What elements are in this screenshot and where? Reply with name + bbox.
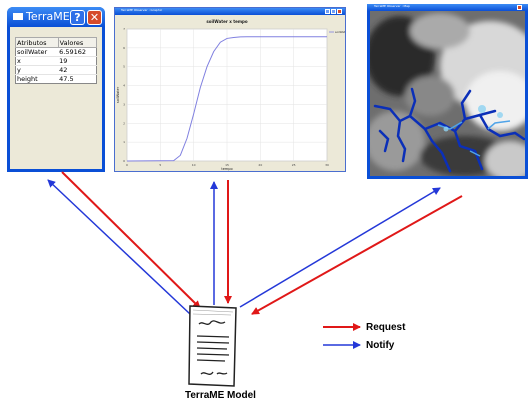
map-window-titlebar[interactable]: TerraME Observer : Map	[367, 4, 528, 11]
attribute-name: x	[15, 56, 59, 66]
x-tick-label: 25	[292, 163, 296, 167]
legend-request-label: Request	[366, 322, 406, 333]
y-tick-label: 7	[123, 27, 125, 31]
x-tick-label: 10	[192, 163, 196, 167]
table-row[interactable]: height 47.5	[15, 74, 97, 84]
x-axis-label: tempo	[221, 167, 232, 171]
attributes-window-titlebar[interactable]: TerraME ... ? ✕	[7, 7, 105, 27]
model-label: TerraME Model	[185, 390, 256, 401]
request-arrow-attributes	[61, 171, 201, 309]
attributes-window: TerraME ... ? ✕ Atributos Valores soilWa…	[7, 7, 105, 172]
y-tick-label: 1	[123, 140, 125, 144]
close-button[interactable]: ✕	[87, 10, 102, 25]
soilwater-line-chart: 0 5 10 15 20 25 30 0 1 2 3 4 5 6 7 soilWater x tempo tem…	[116, 19, 345, 171]
chart-window-title: TerraME Observer : Graphic	[121, 8, 163, 12]
chart-window-titlebar[interactable]: TerraME Observer : Graphic	[115, 8, 345, 15]
table-row[interactable]: soilWater 6.59162	[15, 47, 97, 57]
attribute-name: soilWater	[15, 47, 59, 57]
attribute-value: 6.59162	[58, 47, 97, 57]
attribute-value: 47.5	[58, 74, 97, 84]
table-row[interactable]: x 19	[15, 56, 97, 66]
attribute-name: y	[15, 65, 59, 75]
attribute-name: height	[15, 74, 59, 84]
map-window-title: TerraME Observer : Map	[374, 4, 410, 8]
x-tick-label: 30	[325, 163, 329, 167]
window-icon	[13, 13, 23, 20]
help-button[interactable]: ?	[70, 10, 85, 25]
y-tick-label: 2	[123, 121, 125, 125]
x-tick-label: 5	[159, 163, 161, 167]
attributes-window-title: TerraME ...	[26, 10, 84, 23]
chart-title: soilWater x tempo	[206, 19, 247, 24]
legend-notify-label: Notify	[366, 340, 395, 351]
series-line-soilWater	[126, 36, 327, 162]
attributes-table: Atributos Valores soilWater 6.59162 x 19…	[15, 37, 98, 84]
table-row[interactable]: y 42	[15, 65, 97, 75]
y-tick-label: 3	[123, 102, 125, 106]
minimize-icon[interactable]	[325, 9, 330, 14]
close-icon[interactable]	[517, 5, 522, 10]
y-tick-label: 6	[123, 46, 125, 50]
x-tick-label: 15	[225, 163, 229, 167]
attributes-window-client: Atributos Valores soilWater 6.59162 x 19…	[10, 27, 102, 169]
maximize-icon[interactable]	[331, 9, 336, 14]
map-window: TerraME Observer : Map	[367, 4, 528, 179]
y-tick-label: 5	[123, 65, 125, 69]
close-icon[interactable]	[337, 9, 342, 14]
request-arrow-map	[251, 195, 463, 315]
model-document-icon	[188, 305, 237, 387]
attribute-value: 19	[58, 56, 97, 66]
y-tick-label: 4	[123, 84, 125, 88]
legend-entry: soilWater	[335, 30, 345, 34]
terrain-map	[370, 11, 525, 176]
notify-arrow-map	[239, 187, 441, 308]
y-axis-label: soilWater	[116, 86, 120, 103]
attribute-value: 42	[58, 65, 97, 75]
y-tick-label: 0	[123, 159, 125, 163]
x-tick-label: 0	[126, 163, 128, 167]
x-tick-label: 20	[258, 163, 262, 167]
notify-arrow-attributes	[47, 179, 191, 315]
